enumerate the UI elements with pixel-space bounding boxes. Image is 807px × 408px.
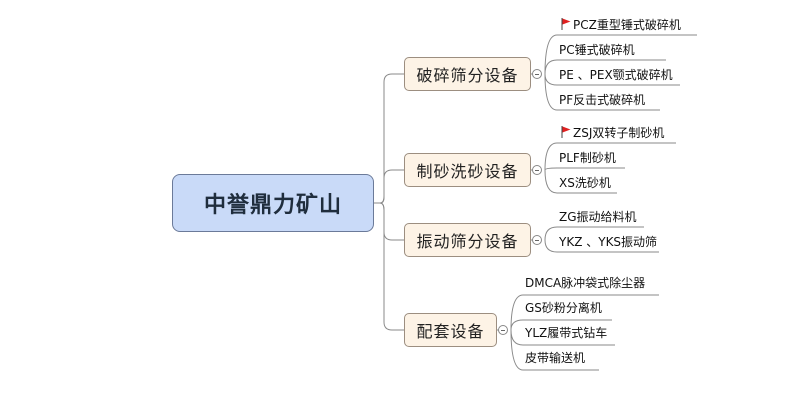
connector-root-branch-1	[379, 169, 404, 204]
collapse-toggle-icon[interactable]	[532, 165, 542, 175]
red-flag-icon	[561, 18, 571, 30]
leaf-node-pe-pex[interactable]: PE 、PEX颚式破碎机	[559, 68, 673, 82]
branch-node-sand-making-washing[interactable]: 制砂洗砂设备	[404, 153, 531, 187]
collapse-toggle-icon[interactable]	[532, 69, 542, 79]
connector-root-branch-3	[379, 202, 404, 331]
red-flag-icon	[561, 126, 571, 138]
leaf-node-plf[interactable]: PLF制砂机	[559, 151, 616, 165]
leaf-label: PCZ重型锤式破碎机	[573, 18, 681, 32]
leaf-node-dmca[interactable]: DMCA脉冲袋式除尘器	[525, 276, 646, 290]
root-node[interactable]: 中誉鼎力矿山	[172, 174, 374, 232]
collapse-toggle-icon[interactable]	[532, 235, 542, 245]
leaf-node-ylz[interactable]: YLZ履带式钻车	[525, 326, 608, 340]
branch-node-vibrating-screening[interactable]: 振动筛分设备	[404, 223, 531, 257]
branch-node-crushing-screening[interactable]: 破碎筛分设备	[404, 57, 531, 91]
branch-node-auxiliary-equipment[interactable]: 配套设备	[404, 313, 497, 347]
leaf-label: ZSJ双转子制砂机	[573, 126, 665, 140]
collapse-toggle-icon[interactable]	[498, 325, 508, 335]
leaf-node-pf[interactable]: PF反击式破碎机	[559, 93, 646, 107]
leaf-node-zsj[interactable]: ZSJ双转子制砂机	[561, 126, 664, 140]
leaf-node-pc[interactable]: PC锤式破碎机	[559, 43, 635, 57]
connector-root-branch-0	[374, 73, 404, 204]
leaf-node-pcz[interactable]: PCZ重型锤式破碎机	[561, 18, 681, 32]
leaf-node-belt-conveyor[interactable]: 皮带输送机	[525, 351, 586, 365]
leaf-node-gs[interactable]: GS砂粉分离机	[525, 301, 602, 315]
leaf-node-ykz-yks[interactable]: YKZ 、YKS振动筛	[559, 235, 658, 249]
leaf-node-zg[interactable]: ZG振动给料机	[559, 210, 637, 224]
leaf-node-xs[interactable]: XS洗砂机	[559, 176, 611, 190]
